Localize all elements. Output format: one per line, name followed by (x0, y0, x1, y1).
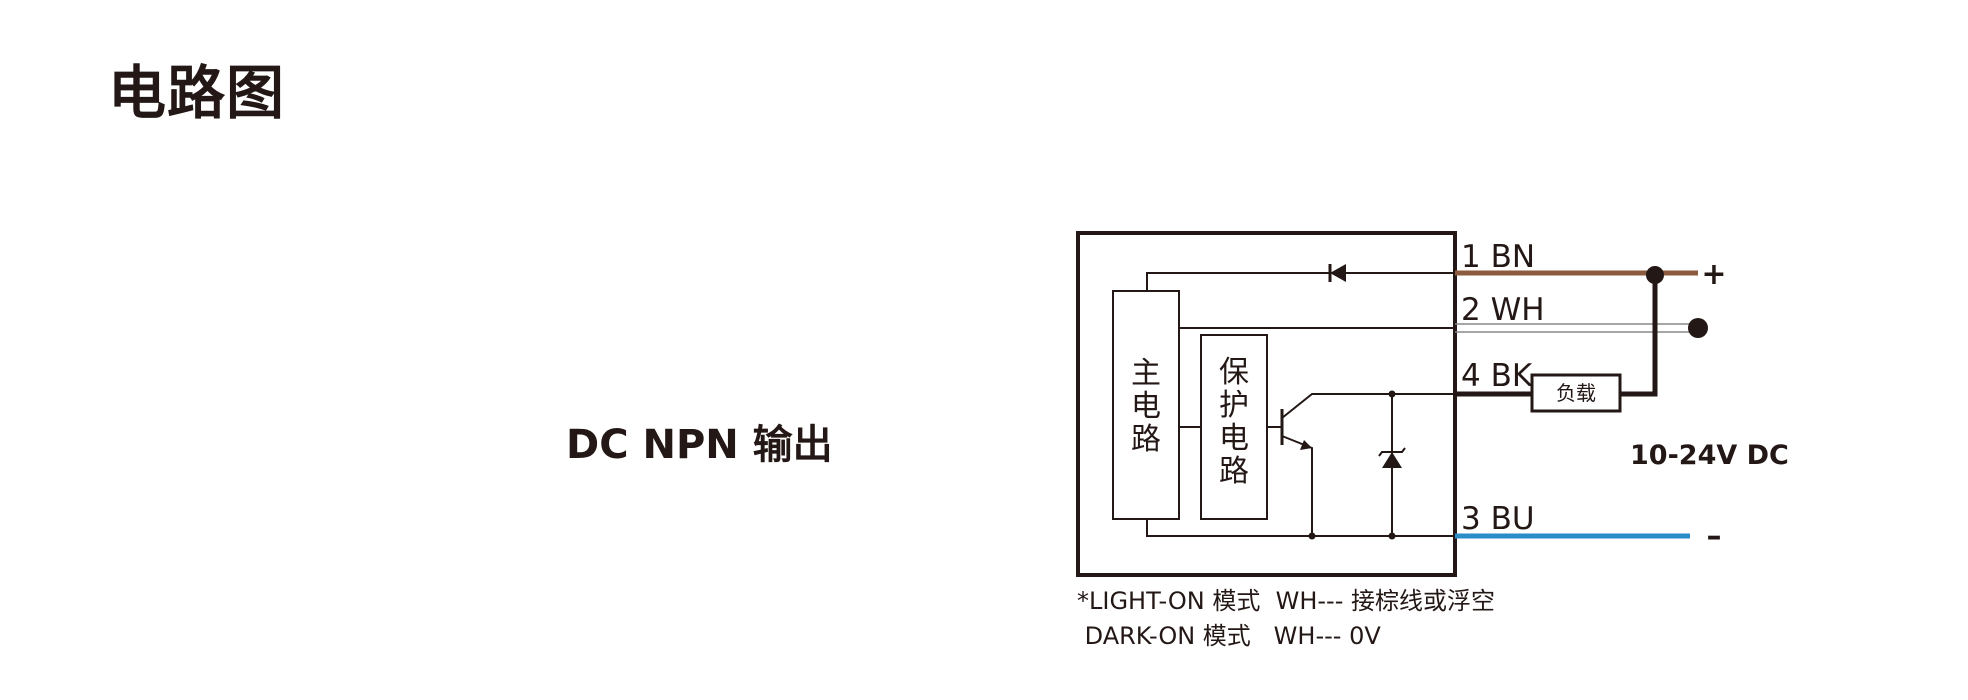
transistor-collector (1281, 393, 1455, 419)
internal-ground-line (1146, 519, 1455, 537)
zener-diode (1382, 452, 1402, 468)
protection-circuit-char: 路 (1219, 454, 1249, 489)
main-circuit-char: 电 (1131, 389, 1161, 424)
mode-note-dark-on: DARK-ON 模式 WH--- 0V (1077, 622, 1381, 650)
protection-circuit-char: 护 (1219, 388, 1249, 423)
zener-bar (1378, 447, 1406, 457)
supply-voltage: 10-24V DC (1630, 440, 1789, 471)
wire-label-bk: 4 BK (1461, 358, 1533, 394)
positive-sign: + (1701, 257, 1726, 292)
wire-label-wh: 2 WH (1461, 292, 1545, 328)
mode-note-light-on: *LIGHT-ON 模式 WH--- 接棕线或浮空 (1077, 587, 1495, 615)
load-label: 负载 (1556, 381, 1596, 405)
terminal-dot-wh (1688, 318, 1708, 338)
transistor-emitter (1281, 435, 1313, 536)
emitter-arrow (1300, 440, 1312, 450)
load-box (1530, 373, 1622, 413)
output-type-label: DC NPN 输出 (566, 422, 833, 468)
junction-dot (1308, 532, 1316, 540)
wire-label-bu: 3 BU (1461, 501, 1535, 537)
wire-bk-return (1620, 275, 1658, 397)
diode-arrow (1330, 264, 1346, 282)
page-title: 电路图 (108, 59, 286, 127)
internal-supply-line (1146, 272, 1455, 291)
protection-circuit-char: 电 (1219, 421, 1249, 456)
main-circuit-char: 主 (1131, 356, 1161, 391)
main-circuit-char: 路 (1131, 422, 1161, 457)
wire-label-bn: 1 BN (1461, 239, 1535, 275)
junction-dot (1388, 532, 1396, 540)
negative-sign: – (1707, 519, 1722, 554)
terminal-dot-positive (1646, 266, 1664, 284)
protection-circuit-char: 保 (1219, 355, 1249, 390)
sensor-housing (1076, 231, 1457, 577)
junction-dot (1388, 390, 1396, 398)
